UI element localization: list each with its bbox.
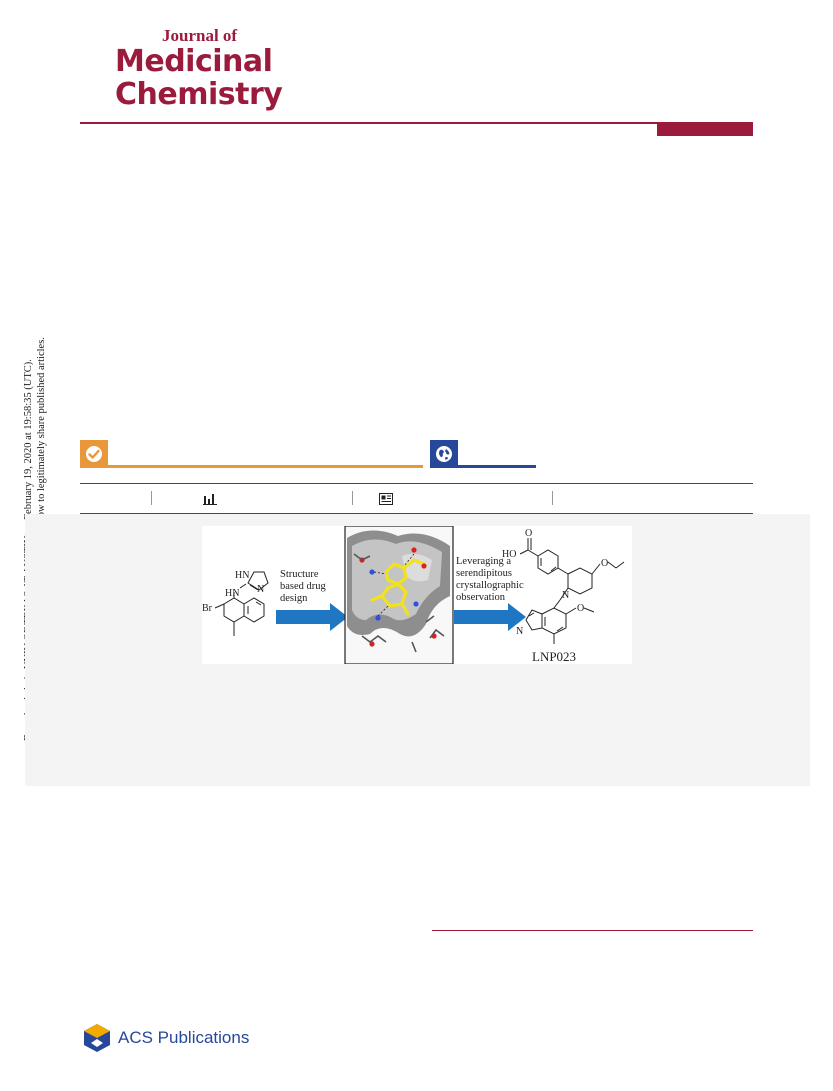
acs-hexagon-icon: [84, 1024, 110, 1052]
arrow-serendipitous-observation: [454, 603, 526, 631]
access-badge[interactable]: [80, 440, 108, 468]
final-label-o-methoxy: O: [577, 603, 584, 614]
final-label-n-indole: N: [516, 626, 523, 637]
toc-graphic-svg: HN HN N Br Structure based drug design: [202, 525, 625, 665]
crystal-structure-image: [344, 525, 454, 665]
journal-name-line2: Medicinal: [115, 44, 273, 79]
arrow-structure-based-design: [276, 603, 348, 631]
header-rule: [80, 122, 753, 124]
bar-chart-icon[interactable]: [203, 493, 217, 505]
metrics-bar-top-rule: [80, 483, 753, 484]
arrow2-text: Leveraging a serendipitous crystallograp…: [456, 556, 526, 603]
supporting-info-badge[interactable]: [430, 440, 458, 468]
toc-graphic: HN HN N Br Structure based drug design: [202, 525, 632, 665]
start-label-hn1: HN: [235, 570, 249, 581]
check-circle-icon: [86, 446, 102, 462]
arrow1-text: Structure based drug design: [280, 569, 328, 604]
start-label-hn2: HN: [225, 588, 239, 599]
footer-rule: [432, 930, 753, 931]
starting-compound: [214, 571, 269, 636]
final-label-o-ethoxy: O: [601, 558, 608, 569]
article-icon[interactable]: [379, 493, 393, 505]
metrics-divider: [352, 491, 353, 505]
supporting-info-underline: [430, 465, 536, 468]
final-label-n-piperidine: N: [562, 590, 569, 601]
start-label-br: Br: [202, 603, 213, 614]
journal-name-line1: Journal of: [162, 26, 238, 45]
acs-publications-logo[interactable]: ACS Publications: [80, 1022, 280, 1054]
access-badge-underline: [80, 465, 423, 468]
metrics-bar-bottom-rule: [80, 513, 753, 514]
metrics-divider: [151, 491, 152, 505]
start-label-n: N: [257, 584, 264, 595]
final-label-o1: O: [525, 528, 532, 539]
publisher-name: ACS Publications: [118, 1028, 250, 1047]
compound-name-lnp023: LNP023: [532, 649, 576, 664]
journal-name-line3: Chemistry: [115, 77, 283, 112]
globe-icon: [436, 446, 452, 462]
lnp023-structure: [519, 538, 625, 644]
metrics-divider: [552, 491, 553, 505]
header-tab: [657, 122, 753, 136]
final-label-ho: HO: [502, 549, 516, 560]
